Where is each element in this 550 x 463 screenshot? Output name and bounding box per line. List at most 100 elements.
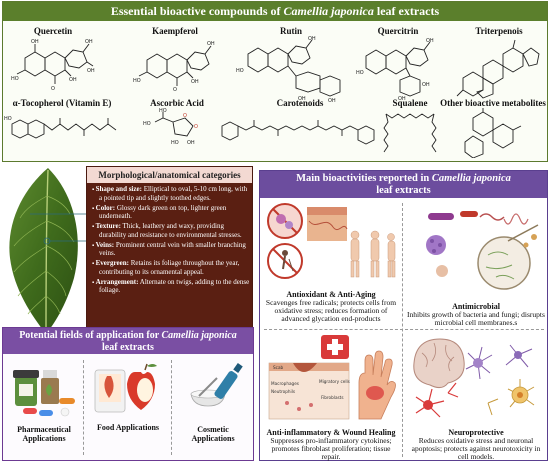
morphology-title: Morphological/anatomical categories — [87, 167, 252, 183]
skin-label-scab: Scab — [273, 365, 284, 370]
wound-healing-illustration-icon: Scab Macrophages Neutrophils Migratory c… — [268, 335, 396, 420]
skin-label-fibroblasts: Fibroblasts — [321, 395, 344, 400]
compound-kaempferol: Kaempferol OH HO O OH — [131, 26, 219, 92]
compound-name: Quercetin — [33, 26, 73, 36]
application-cosmetic: Cosmetic Applications — [175, 362, 251, 443]
applications-divider — [83, 360, 84, 455]
compound-name: Quercitrin — [377, 26, 419, 36]
morphology-panel: Morphological/anatomical categories Shap… — [86, 166, 253, 328]
compound-name: Carotenoids — [276, 98, 324, 108]
cosmetic-label: Cosmetic Applications — [191, 425, 235, 443]
metabolite-structure-icon — [464, 108, 522, 158]
camellia-leaf-icon — [9, 168, 86, 341]
bio-divider-vertical — [402, 203, 403, 457]
bioactivities-title: Main bioactivities reported in Camellia … — [260, 171, 547, 198]
pharmaceutical-label: Pharmaceutical Applications — [17, 425, 71, 443]
compound-name: α-Tocopherol (Vitamin E) — [12, 98, 112, 108]
svg-text:O: O — [173, 87, 177, 92]
morphology-item-veins: Veins: Prominent central vein with small… — [92, 241, 250, 258]
compound-carotenoids: Carotenoids — [217, 98, 383, 148]
svg-text:OH: OH — [187, 140, 195, 146]
neuroprotective-heading: Neuroprotective — [448, 428, 504, 437]
compound-other-metabolites: Other bioactive metabolites — [437, 98, 549, 158]
kaempferol-structure-icon: OH HO O OH — [133, 41, 215, 92]
applications-panel: Potential fields of application for Came… — [2, 327, 254, 461]
antioxidant-illustration-icon — [267, 203, 396, 279]
svg-text:O: O — [194, 124, 198, 130]
bio-antimicrobial: Antimicrobial Inhibits growth of bacteri… — [406, 201, 546, 327]
compound-name: Other bioactive metabolites — [440, 98, 546, 108]
svg-text:HO: HO — [11, 76, 19, 82]
applications-title: Potential fields of application for Came… — [3, 328, 253, 354]
svg-text:O: O — [51, 86, 55, 92]
anti-inflammatory-text: Suppresses pro-inflammatory cytokines; p… — [270, 436, 392, 461]
compound-name: Rutin — [279, 26, 302, 36]
compound-name: Squalene — [392, 98, 428, 108]
svg-text:OH: OH — [85, 39, 93, 45]
svg-text:OH: OH — [426, 38, 434, 44]
compound-quercetin: Quercetin OH OH OH HO O OH — [9, 26, 97, 92]
tocopherol-structure-icon: HO — [4, 116, 117, 139]
applications-divider — [171, 360, 172, 455]
svg-text:O: O — [183, 113, 187, 119]
bio-neuroprotective: Neuroprotective Reduces oxidative stress… — [406, 333, 546, 461]
svg-text:HO: HO — [171, 140, 179, 146]
svg-text:OH: OH — [398, 96, 406, 100]
svg-text:OH: OH — [69, 77, 77, 83]
svg-text:HO: HO — [356, 70, 364, 76]
compounds-panel: Essential bioactive compounds of Camelli… — [2, 1, 548, 162]
svg-text:HO: HO — [159, 108, 167, 114]
morphology-item-shape: Shape and size: Elliptical to oval, 5-10… — [92, 185, 250, 202]
food-icon — [94, 363, 157, 413]
compound-name: Kaempferol — [152, 26, 198, 36]
morphology-list: Shape and size: Elliptical to oval, 5-10… — [92, 185, 250, 297]
squalene-structure-icon — [383, 113, 437, 153]
antimicrobial-text: Inhibits growth of bacteria and fungi; d… — [407, 310, 545, 327]
morphology-item-arrangement: Arrangement: Alternate on twigs, adding … — [92, 278, 250, 295]
bio-anti-inflammatory: Scab Macrophages Neutrophils Migratory c… — [262, 333, 400, 461]
skin-label-migratory-cells: Migratory cells — [319, 379, 350, 384]
compound-triterpenois: Triterpenois — [453, 26, 545, 102]
compound-name: Triterpenois — [475, 26, 523, 36]
svg-text:OH: OH — [298, 96, 306, 102]
antimicrobial-illustration-icon — [426, 211, 539, 290]
svg-text:OH: OH — [87, 68, 95, 74]
application-food: Food Applications — [87, 362, 169, 432]
svg-text:OH: OH — [422, 82, 430, 88]
svg-text:OH: OH — [191, 79, 199, 85]
pharmaceutical-icon — [13, 370, 75, 417]
bioactivities-panel: Main bioactivities reported in Camellia … — [259, 170, 548, 461]
neuroprotective-text: Reduces oxidative stress and neuronal ap… — [411, 436, 541, 461]
food-label: Food Applications — [96, 423, 159, 432]
compounds-title: Essential bioactive compounds of Camelli… — [3, 2, 547, 21]
antimicrobial-heading: Antimicrobial — [452, 302, 500, 311]
quercitrin-structure-icon: OH HO OH OH — [356, 38, 434, 100]
compound-squalene: Squalene — [381, 98, 439, 158]
neuroprotective-illustration-icon — [413, 338, 535, 418]
svg-text:HO: HO — [4, 116, 12, 122]
compound-tocopherol: α-Tocopherol (Vitamin E) HO — [3, 98, 121, 148]
cosmetic-icon — [190, 363, 243, 407]
morphology-item-texture: Texture: Thick, leathery and waxy, provi… — [92, 222, 250, 239]
skin-label-macrophages: Macrophages — [271, 381, 299, 386]
svg-text:HO: HO — [133, 78, 141, 84]
bio-divider-horizontal — [264, 329, 544, 330]
svg-text:HO: HO — [236, 68, 244, 74]
svg-text:OH: OH — [328, 98, 336, 102]
bio-antioxidant: Antioxidant & Anti-Aging Scavenges free … — [262, 201, 400, 323]
antioxidant-text: Scavenges free radicals; protects cells … — [265, 298, 397, 323]
anti-inflammatory-heading: Anti-inflammatory & Wound Healing — [266, 428, 396, 437]
svg-text:OH: OH — [207, 41, 215, 47]
quercetin-structure-icon: OH OH OH HO O OH — [11, 39, 95, 92]
skin-label-neutrophils: Neutrophils — [271, 389, 295, 394]
morphology-item-color: Color: Glossy dark green on top, lighter… — [92, 204, 250, 221]
antioxidant-heading: Antioxidant & Anti-Aging — [286, 290, 376, 299]
compound-quercitrin: Quercitrin OH HO OH OH — [355, 26, 441, 100]
application-pharmaceutical: Pharmaceutical Applications — [7, 362, 81, 443]
compound-name: Ascorbic Acid — [150, 98, 204, 108]
svg-text:OH: OH — [31, 39, 39, 45]
